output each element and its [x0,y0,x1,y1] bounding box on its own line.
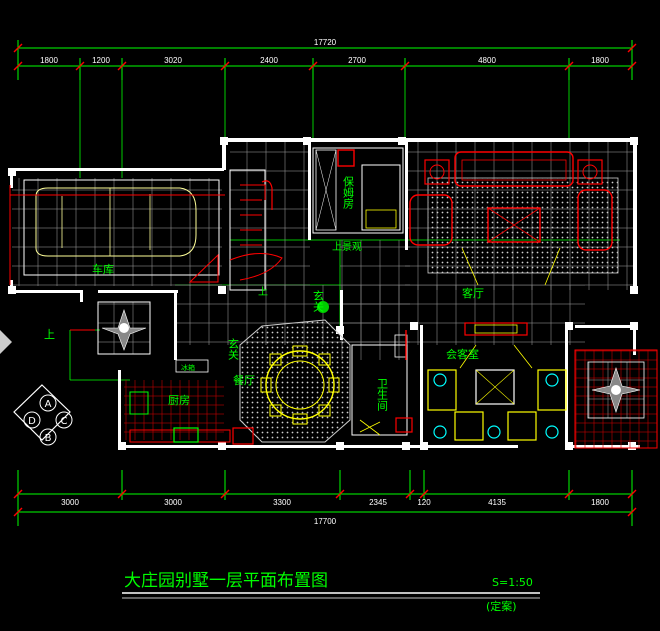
entrance-arrow-icon [0,330,12,354]
guest-room-label: 会客室 [446,347,479,361]
dining-label: 餐厅 [233,373,255,387]
garage [9,179,225,285]
garage-label: 车库 [92,262,114,276]
top-dimension-7: 1800 [591,56,609,65]
living-room [409,151,619,286]
scale-label: S=1:50 [492,576,533,589]
foyer-label-2: 玄关 [227,337,240,361]
top-dimension-2: 1200 [92,56,110,65]
columns [8,137,638,450]
axis-marker [13,384,73,446]
top-dimension-4: 2400 [260,56,278,65]
bottom-dimension-3: 3300 [273,498,291,507]
up-to-view-label: 上景观 [332,241,362,253]
bottom-dimension-1: 3000 [61,498,79,507]
axis-marker-b: B [45,433,52,444]
right-entrance [574,349,658,449]
top-dimension-3: 3020 [164,56,182,65]
top-dimensions [17,40,633,80]
bottom-dimensions [17,470,633,526]
kitchen-label: 厨房 [168,394,190,407]
foyer-label-1: 玄关 [312,289,325,313]
foyer [70,301,329,355]
bottom-dimension-5: 120 [417,498,431,507]
top-total-dimension: 17720 [314,38,337,47]
dining-room [239,319,351,443]
stair [229,169,283,291]
bottom-dimension-4: 2345 [369,498,387,507]
up-left-label: 上 [44,328,55,341]
kitchen [129,359,254,445]
note-label: (定案) [486,599,517,613]
bottom-dimension-7: 1800 [591,498,609,507]
bottom-total-dimension: 17700 [314,517,337,526]
nanny-room [312,147,404,234]
bottom-dimension-6: 4135 [488,498,506,507]
drawing-title: 大庄园别墅一层平面布置图 [124,571,328,591]
nanny-room-label-1: 保姆房 [342,175,355,210]
bottom-dimension-2: 3000 [164,498,182,507]
bathroom-label: 卫生间 [376,378,389,412]
axis-marker-c: C [61,416,68,427]
fridge-label: 冰箱 [181,363,195,372]
guest-room [427,322,567,441]
top-dimension-5: 2700 [348,56,366,65]
axis-marker-a: A [45,399,52,410]
top-dimension-1: 1800 [40,56,58,65]
stair-up-label: 上 [258,286,268,298]
axis-marker-d: D [28,416,36,427]
living-room-label: 客厅 [462,286,484,300]
bathroom [351,330,413,436]
top-dimension-6: 4800 [478,56,496,65]
